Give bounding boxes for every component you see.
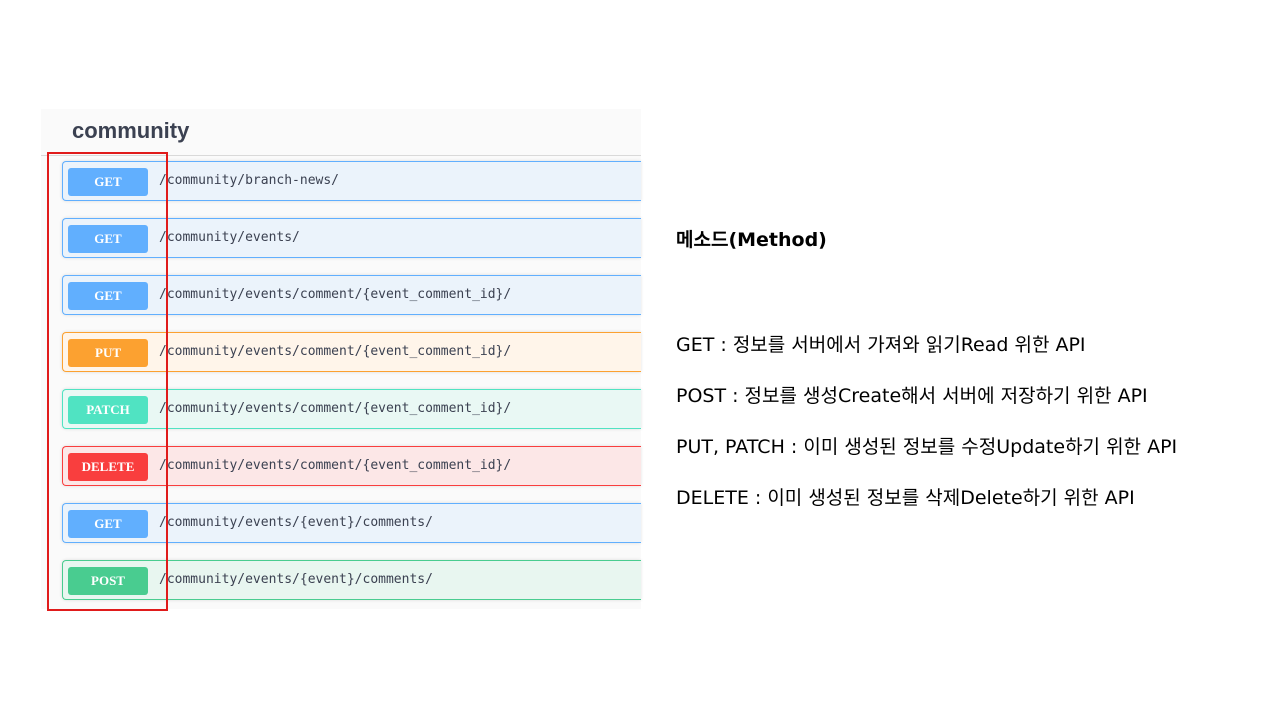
tag-title: community [72, 118, 190, 143]
explanation-title: 메소드(Method) [676, 229, 827, 251]
operation-path: /community/events/{event}/comments/ [159, 572, 433, 587]
operation-path: /community/events/comment/{event_comment… [159, 401, 512, 416]
operation-row[interactable]: DELETE /community/events/comment/{event_… [62, 446, 641, 486]
operation-path: /community/events/{event}/comments/ [159, 515, 433, 530]
method-badge-patch: PATCH [68, 396, 148, 424]
operation-row[interactable]: POST /community/events/{event}/comments/ [62, 560, 641, 600]
method-badge-delete: DELETE [68, 453, 148, 481]
operation-row[interactable]: PUT /community/events/comment/{event_com… [62, 332, 641, 372]
method-badge-get: GET [68, 282, 148, 310]
method-badge-put: PUT [68, 339, 148, 367]
explanation-line-post: POST : 정보를 생성Create해서 서버에 저장하기 위한 API [676, 385, 1148, 407]
operation-path: /community/events/ [159, 230, 300, 245]
method-badge-post: POST [68, 567, 148, 595]
operation-row[interactable]: GET /community/branch-news/ [62, 161, 641, 201]
operation-path: /community/events/comment/{event_comment… [159, 287, 512, 302]
operation-row[interactable]: GET /community/events/{event}/comments/ [62, 503, 641, 543]
operation-path: /community/events/comment/{event_comment… [159, 458, 512, 473]
explanation-line-get: GET : 정보를 서버에서 가져와 읽기Read 위한 API [676, 334, 1086, 356]
explanation-line-delete: DELETE : 이미 생성된 정보를 삭제Delete하기 위한 API [676, 487, 1135, 509]
operation-row[interactable]: PATCH /community/events/comment/{event_c… [62, 389, 641, 429]
explanation-line-put-patch: PUT, PATCH : 이미 생성된 정보를 수정Update하기 위한 AP… [676, 436, 1178, 458]
operation-path: /community/events/comment/{event_comment… [159, 344, 512, 359]
operation-path: /community/branch-news/ [159, 173, 340, 188]
tag-header[interactable]: community [41, 109, 641, 156]
operation-row[interactable]: GET /community/events/comment/{event_com… [62, 275, 641, 315]
method-badge-get: GET [68, 510, 148, 538]
operation-row[interactable]: GET /community/events/ [62, 218, 641, 258]
swagger-tag-section: community GET /community/branch-news/ GE… [41, 109, 641, 609]
method-badge-get: GET [68, 168, 148, 196]
method-badge-get: GET [68, 225, 148, 253]
